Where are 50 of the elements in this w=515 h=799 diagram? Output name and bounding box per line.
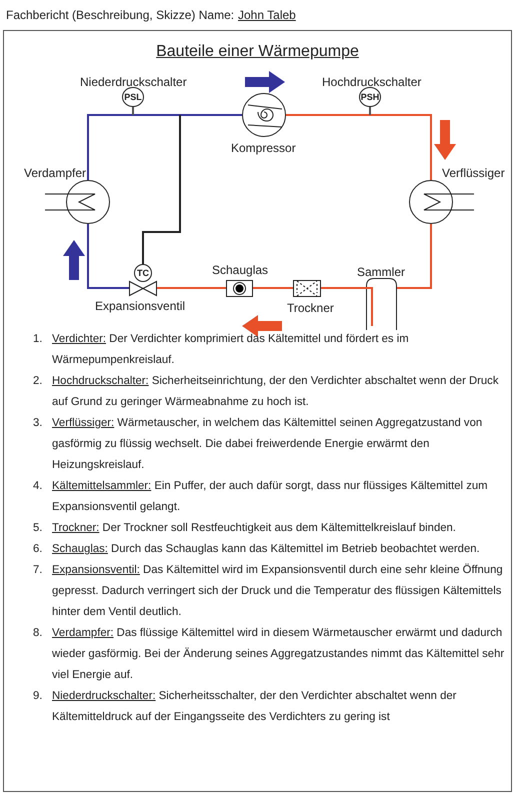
name-text: John Taleb	[238, 8, 296, 22]
pipe-line	[87, 114, 242, 180]
receiver-symbol	[366, 278, 397, 330]
list-number: 1.	[33, 332, 44, 347]
header-text: Fachbericht (Beschreibung, Skizze) Name:	[6, 8, 234, 22]
compressor-symbol	[242, 93, 286, 137]
component-label: Hochdruckschalter	[322, 75, 422, 89]
list-item-text: Niederdruckschalter: Sicherheitsschalter, der den Verdichter abschaltet wenn der Kältemitteldruck auf der Eingangsseite des Verdichters zu gering ist	[52, 689, 458, 725]
list-number: 4.	[33, 479, 44, 494]
component-label: Sammler	[357, 265, 406, 279]
heat-exchanger-symbol	[408, 180, 474, 224]
list-item-text: Verdichter: Der Verdichter komprimiert das Kältemittel und fördert es im Wärmepumpenkreislauf.	[52, 332, 410, 368]
list-number: 8.	[33, 626, 44, 641]
component-label: Verdampfer	[24, 166, 86, 180]
sight-glass-symbol	[226, 280, 253, 297]
list-number: 2.	[33, 374, 44, 389]
filter-dryer-symbol	[293, 280, 321, 297]
pipe-line	[142, 115, 181, 264]
pressure-switch-symbol: PSL	[122, 87, 144, 107]
list-item-text: Hochdruckschalter: Sicherheitseinrichtung, der den Verdichter abschaltet wenn der Druck auf Grund zu geringer Wärmeabnahme zu hoch ist.	[52, 374, 500, 410]
component-label: Trockner	[287, 301, 334, 315]
list-number: 9.	[33, 689, 44, 704]
list-item-text: Expansionsventil: Das Kältemittel wird im Expansionsventil durch eine sehr kleine Öffnung gepresst. Dadurch verringert sich der Druck und die Temperatur des flüssigen Kältemittels hinter dem Ventil deutlich.	[52, 562, 504, 620]
pipe-line	[253, 287, 293, 289]
component-label: Niederdruckschalter	[80, 75, 187, 89]
pipe-line	[286, 114, 432, 180]
list-item-text: Verdampfer: Das flüssige Kältemittel wird in diesem Wärmetauscher erwärmt und dadurch wieder gasförmig. Bei der Änderung seines Aggregatzustandes nimmt das Kältemittel sehr viel Energie auf.	[52, 626, 505, 683]
list-number: 3.	[33, 416, 44, 431]
component-label: Expansionsventil	[95, 299, 186, 313]
list-item-text: Kältemittelsammler: Ein Puffer, der auch dafür sorgt, dass nur flüssiges Kältemittel zum Expansionsventil gelangt.	[52, 479, 489, 515]
list-item-text: Trockner: Der Trockner soll Restfeuchtigkeit aus dem Kältemittelkreislauf binden.	[52, 521, 456, 536]
component-label: Verflüssiger	[442, 166, 505, 180]
pipe-line	[369, 107, 371, 115]
pipe-line	[397, 224, 432, 289]
pipe-line	[132, 107, 134, 115]
pipe-line	[321, 287, 366, 289]
list-item-text: Verflüssiger: Wärmetauscher, in welchem das Kältemittel seinen Aggregatzustand von gasförmig zu flüssig wechselt. Die dabei freiwerdende Energie erwärmt den Heizungskreislauf.	[52, 416, 484, 473]
pressure-switch-symbol: PSH	[359, 87, 381, 107]
pipe-line	[157, 287, 226, 289]
list-item-text: Schauglas: Durch das Schauglas kann das Kältemittel im Betrieb beobachtet werden.	[52, 542, 480, 557]
diagram-title: Bauteile einer Wärmepumpe	[156, 43, 359, 60]
heat-exchanger-symbol	[45, 180, 111, 224]
pipe-line	[87, 224, 129, 289]
expansion-valve-symbol	[129, 281, 157, 296]
component-label: Schauglas	[212, 263, 268, 277]
list-number: 7.	[33, 563, 44, 578]
list-number: 5.	[33, 521, 44, 536]
component-label: Kompressor	[231, 141, 296, 155]
temperature-sensor-symbol: TC	[134, 264, 152, 282]
list-number: 6.	[33, 542, 44, 557]
